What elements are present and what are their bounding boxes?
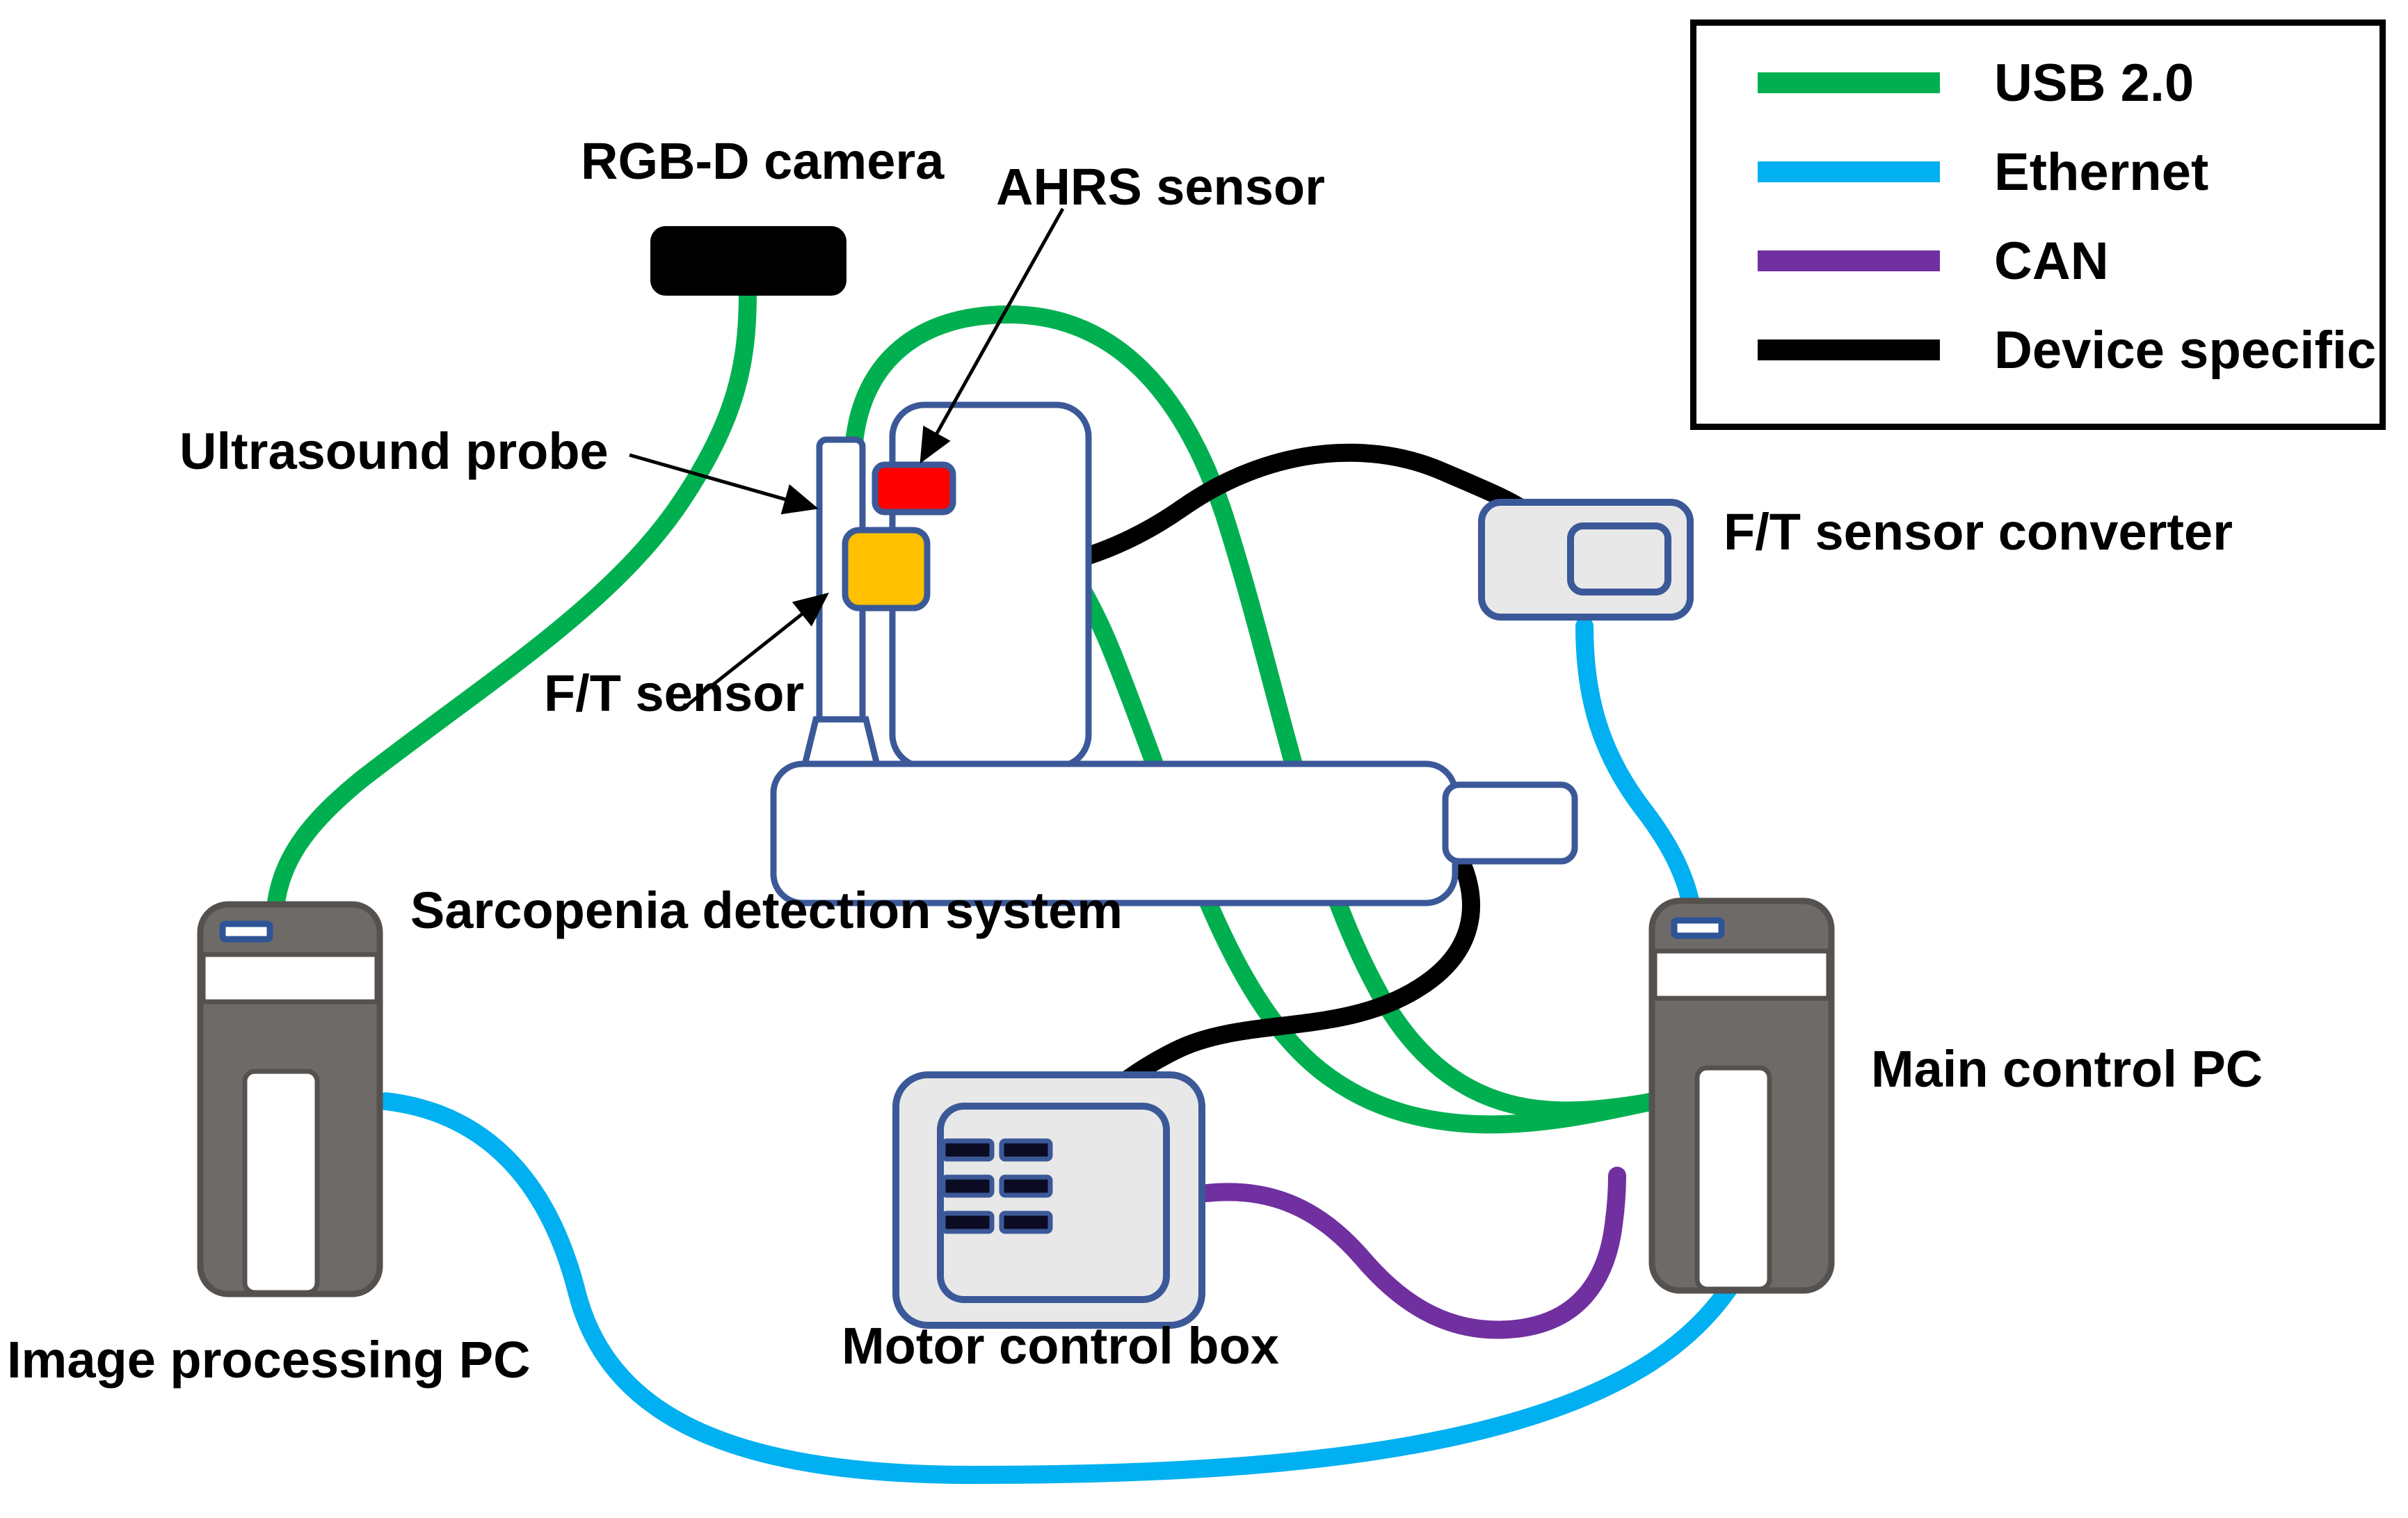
pc-drive-bay — [1652, 948, 1831, 1001]
legend: USB 2.0 Ethernet CAN Device specific — [1690, 19, 2386, 430]
label-rgbd-camera: RGB-D camera — [581, 132, 945, 190]
motor-slot[interactable] — [940, 1211, 995, 1234]
legend-item-ethernet: Ethernet — [1696, 130, 2379, 214]
rgbd-camera-body[interactable] — [650, 226, 846, 296]
motor-control-box-panel[interactable] — [937, 1103, 1170, 1303]
label-ultrasound-probe: Ultrasound probe — [179, 422, 609, 480]
image-processing-pc-tower[interactable] — [197, 901, 383, 1297]
ft-sensor-body[interactable] — [842, 527, 931, 612]
line-swatch-icon — [1758, 250, 1940, 271]
motor-slot[interactable] — [940, 1174, 995, 1198]
label-ahrs-sensor: AHRS sensor — [996, 158, 1325, 216]
sarcopenia-system-side-module[interactable] — [1442, 781, 1578, 865]
line-swatch-icon — [1758, 72, 1940, 93]
pc-drive-bay — [200, 952, 380, 1005]
motor-slot[interactable] — [999, 1174, 1053, 1198]
line-swatch-icon — [1758, 339, 1940, 360]
line-swatch-icon — [1758, 161, 1940, 182]
label-sarcopenia-system: Sarcopenia detection system — [410, 881, 1123, 939]
label-motor-control-box: Motor control box — [842, 1317, 1279, 1375]
pc-front-panel — [1694, 1065, 1772, 1292]
cable-can-motor-box-to-main-pc — [1198, 1167, 1626, 1339]
leader-ultrasound-probe — [629, 453, 819, 515]
legend-label: CAN — [1994, 231, 2109, 291]
legend-label: Ethernet — [1994, 142, 2209, 202]
legend-label: Device specific — [1994, 320, 2377, 380]
pc-power-led — [219, 920, 273, 943]
legend-item-can: CAN — [1696, 219, 2379, 303]
main-control-pc-tower[interactable] — [1648, 897, 1835, 1294]
ft-sensor-converter-port[interactable] — [1567, 522, 1671, 596]
motor-slot[interactable] — [940, 1138, 995, 1162]
label-ft-sensor: F/T sensor — [544, 664, 805, 722]
leader-ft-sensor — [680, 592, 829, 711]
legend-item-usb: USB 2.0 — [1696, 41, 2379, 125]
pc-power-led — [1671, 917, 1725, 939]
motor-slot[interactable] — [999, 1211, 1053, 1234]
legend-label: USB 2.0 — [1994, 53, 2194, 113]
legend-item-device-specific: Device specific — [1696, 308, 2379, 392]
ahrs-sensor-body[interactable] — [872, 461, 956, 516]
motor-control-box-slots — [940, 1138, 1053, 1234]
pc-front-panel — [242, 1069, 320, 1295]
motor-slot[interactable] — [999, 1138, 1053, 1162]
leader-ahrs-sensor — [920, 207, 1065, 464]
label-main-control-pc: Main control PC — [1871, 1040, 2263, 1098]
cable-usb-camera-to-image-pc — [266, 283, 757, 924]
label-ft-sensor-converter: F/T sensor converter — [1724, 503, 2233, 561]
label-image-processing-pc: Image processing PC — [7, 1331, 531, 1389]
cable-usb-probe-to-main-pc — [845, 305, 1678, 1120]
